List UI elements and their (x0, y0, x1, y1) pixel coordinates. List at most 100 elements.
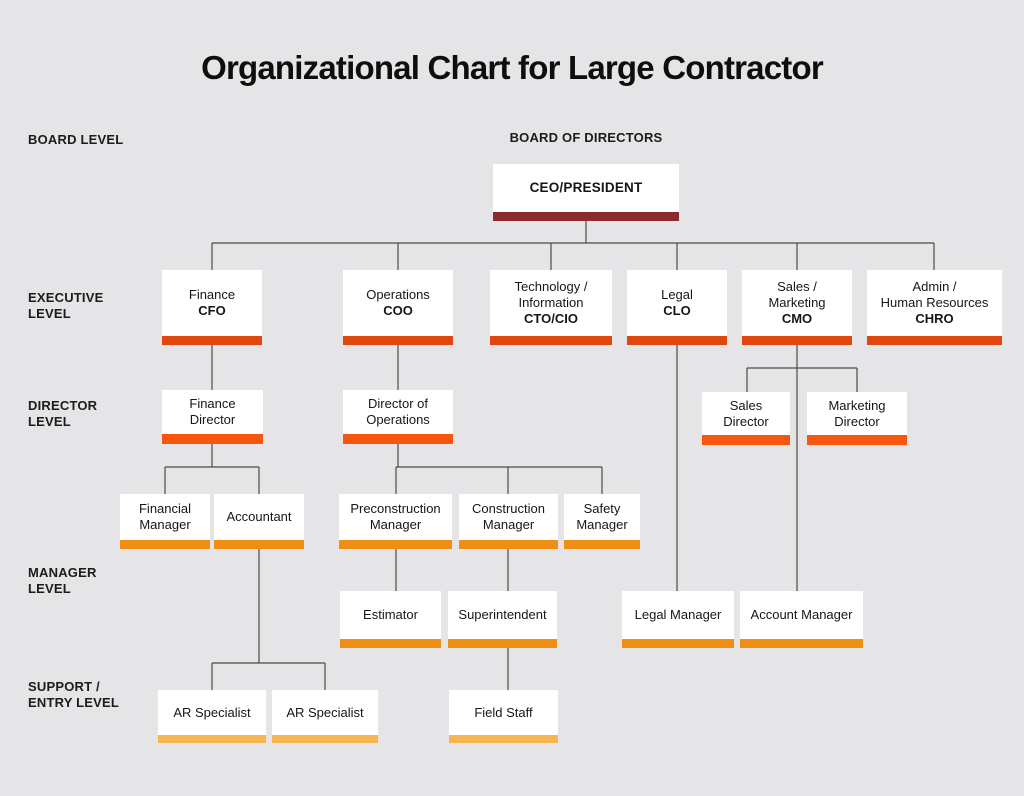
node-line: Legal Manager (634, 607, 722, 622)
level-bar-manager (740, 639, 863, 648)
node-line: Field Staff (474, 704, 533, 720)
level-bar-manager (622, 639, 734, 648)
level-label-line: LEVEL (28, 581, 71, 596)
node-line: CMO (781, 311, 813, 326)
level-label-line: SUPPORT / (28, 679, 100, 694)
level-label-line: EXECUTIVE (28, 290, 104, 305)
node-marketing-director: Marketing Director (807, 392, 907, 445)
node-operations-coo: Operations COO (343, 270, 453, 345)
node-legal-clo: Legal CLO (627, 270, 727, 345)
node-finance-cfo: Finance CFO (162, 270, 262, 345)
node-ar-specialist-2: AR Specialist (272, 690, 378, 743)
level-label-line: LEVEL (28, 306, 71, 321)
node-line: Admin / (912, 279, 957, 294)
level-bar-executive (742, 336, 852, 345)
level-bar-director (343, 434, 453, 444)
level-bar-manager (340, 639, 441, 648)
node-line: AR Specialist (286, 704, 364, 720)
node-ar-specialist-1: AR Specialist (158, 690, 266, 743)
node-director-of-operations: Director of Operations (343, 390, 453, 444)
level-bar-executive (343, 336, 453, 345)
node-preconstruction-manager: Preconstruction Manager (339, 494, 452, 549)
level-bar-manager (120, 540, 210, 549)
node-finance-director: Finance Director (162, 390, 263, 444)
node-superintendent: Superintendent (448, 591, 557, 648)
level-label-executive: EXECUTIVE LEVEL (28, 290, 103, 322)
node-estimator: Estimator (340, 591, 441, 648)
level-bar-director (702, 435, 790, 445)
level-label-line: DIRECTOR (28, 398, 98, 413)
node-line: CLO (663, 303, 691, 318)
node-line: Marketing (768, 295, 826, 310)
level-bar-executive (490, 336, 612, 345)
node-field-staff: Field Staff (449, 690, 558, 743)
level-label-manager: MANAGER LEVEL (28, 565, 97, 597)
level-bar-manager (339, 540, 452, 549)
node-line: Operations (366, 287, 430, 302)
level-label-support: SUPPORT / ENTRY LEVEL (28, 679, 119, 711)
node-line: Marketing (828, 397, 886, 413)
node-construction-manager: Construction Manager (459, 494, 558, 549)
level-bar-executive (867, 336, 1002, 345)
node-line: CHRO (915, 311, 954, 326)
node-admin-hr-chro: Admin / Human Resources CHRO (867, 270, 1002, 345)
node-line: Legal (661, 287, 693, 302)
level-bar-manager (459, 540, 558, 549)
node-line: COO (383, 303, 413, 318)
level-label-line: LEVEL (28, 414, 71, 429)
node-line: Sales (729, 397, 763, 413)
node-safety-manager: Safety Manager (564, 494, 640, 549)
node-line: Director (834, 413, 880, 429)
node-line: Director (723, 413, 769, 429)
node-line: Account Manager (750, 607, 853, 622)
level-label-line: ENTRY LEVEL (28, 695, 120, 710)
page-title: Organizational Chart for Large Contracto… (201, 49, 824, 86)
level-bar-manager (564, 540, 640, 549)
level-bar-executive (162, 336, 262, 345)
node-line: Finance (188, 287, 236, 302)
level-bar-board (493, 212, 679, 221)
board-of-directors-label: BOARD OF DIRECTORS (509, 130, 663, 145)
node-line: Technology / (514, 279, 588, 294)
level-label-board: BOARD LEVEL (28, 132, 123, 148)
node-line: Director of (368, 396, 428, 411)
node-line: Construction (472, 501, 545, 516)
level-label-line: BOARD LEVEL (28, 132, 124, 147)
node-line: Human Resources (880, 295, 989, 310)
node-line: Preconstruction (350, 501, 441, 516)
level-bar-support (272, 735, 378, 743)
level-bar-director (162, 434, 263, 444)
node-line: Finance (189, 396, 236, 411)
node-accountant: Accountant (214, 494, 304, 549)
node-line: CFO (198, 303, 226, 318)
node-account-manager: Account Manager (740, 591, 863, 648)
node-line: Manager (576, 517, 628, 532)
node-line: Financial (138, 501, 192, 516)
level-bar-director (807, 435, 907, 445)
node-line: Estimator (363, 607, 418, 622)
node-line: CEO/PRESIDENT (529, 180, 643, 195)
node-line: Manager (139, 517, 191, 532)
node-line: CTO/CIO (524, 311, 578, 326)
level-bar-support (449, 735, 558, 743)
node-line: Safety (583, 501, 621, 516)
level-bar-support (158, 735, 266, 743)
level-bar-manager (214, 540, 304, 549)
node-line: Manager (369, 517, 422, 532)
node-financial-manager: Financial Manager (120, 494, 210, 549)
level-label-line: MANAGER (28, 565, 97, 580)
node-ceo-president: CEO/PRESIDENT (493, 164, 679, 221)
node-line: Director (189, 412, 236, 427)
node-line: Accountant (226, 509, 292, 524)
level-bar-manager (448, 639, 557, 648)
node-line: Superintendent (458, 607, 547, 622)
node-line: Sales / (777, 279, 817, 294)
level-bar-executive (627, 336, 727, 345)
level-label-director: DIRECTOR LEVEL (28, 398, 97, 430)
node-line: Manager (482, 517, 535, 532)
node-line: Operations (366, 412, 430, 427)
node-line: Information (518, 295, 584, 310)
node-line: AR Specialist (173, 704, 251, 720)
